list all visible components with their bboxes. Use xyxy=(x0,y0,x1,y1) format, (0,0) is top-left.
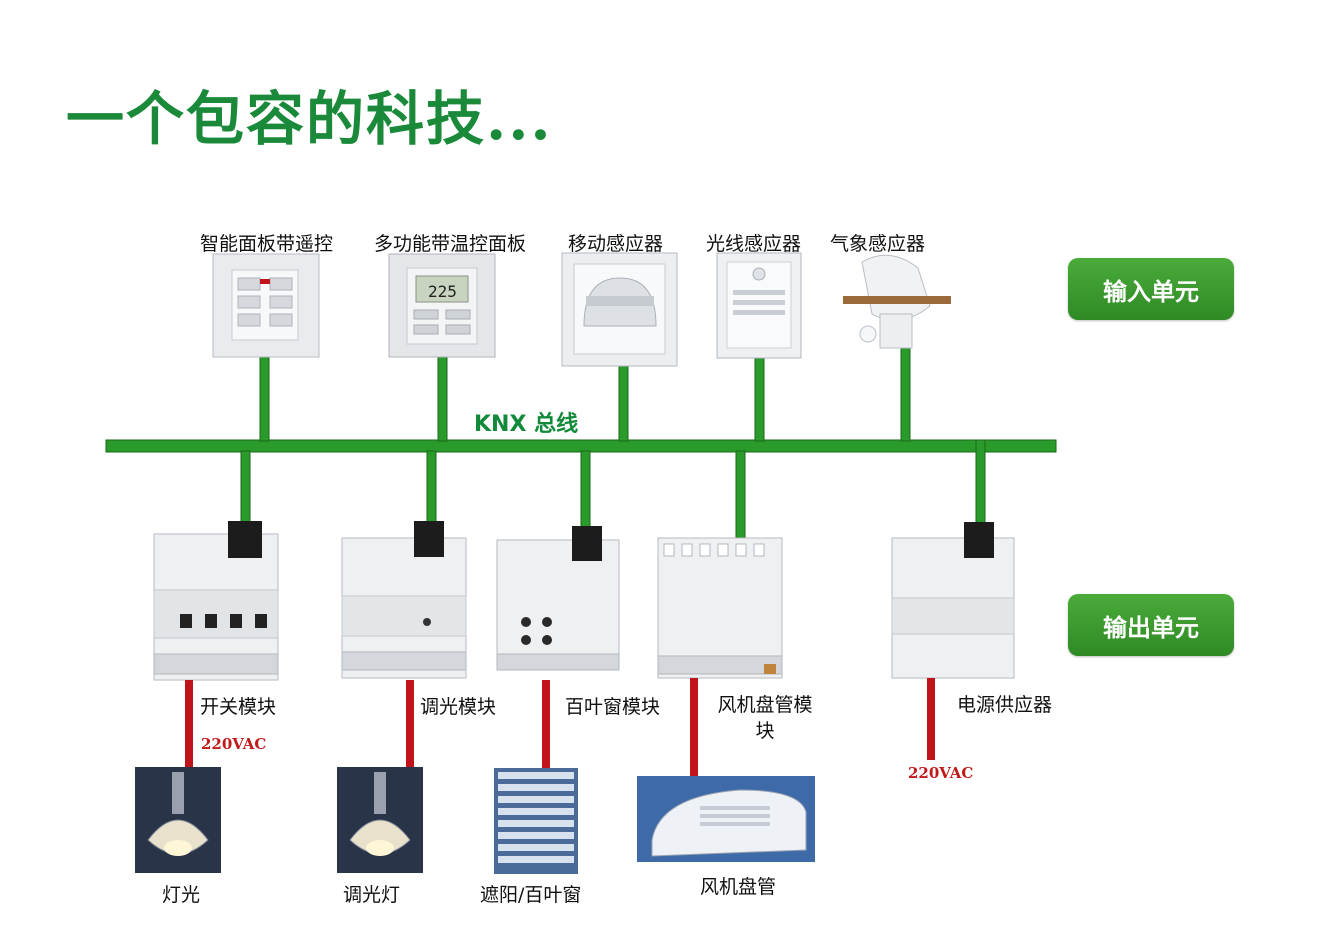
thermostat-panel-device xyxy=(388,253,496,358)
load-label-light: 灯光 xyxy=(162,884,201,906)
input-label-light-sensor: 光线感应器 xyxy=(706,233,802,255)
input-label-smart-panel: 智能面板带遥控 xyxy=(200,233,334,255)
switch-module-device xyxy=(153,521,279,681)
fan-coil-module-device xyxy=(657,537,783,679)
output-label-blind-module: 百叶窗模块 xyxy=(565,696,661,718)
load-label-dimmer-light: 调光灯 xyxy=(343,884,401,906)
blinds-image xyxy=(494,768,578,874)
output-unit-badge: 输出单元 xyxy=(1068,594,1234,656)
motion-sensor-device xyxy=(561,252,678,367)
input-unit-badge: 输入单元 xyxy=(1068,258,1234,320)
dimmer-module-device xyxy=(341,521,467,679)
power-lines xyxy=(185,678,935,776)
weather-sensor-device xyxy=(843,254,951,349)
input-label-weather-sensor: 气象感应器 xyxy=(830,233,926,255)
input-label-thermostat-panel: 多功能带温控面板 xyxy=(374,233,527,255)
load-label-fan-coil: 风机盘管 xyxy=(700,876,777,898)
output-connectors xyxy=(240,439,986,540)
light-fixture-image xyxy=(135,767,221,873)
output-label-switch-module: 开关模块 xyxy=(200,696,277,718)
input-connectors xyxy=(259,344,911,442)
thermostat-display: 225 xyxy=(428,282,457,301)
dimmer-light-image xyxy=(337,767,423,873)
voltage-label-1: 220VAC xyxy=(201,735,267,753)
output-label-dimmer-module: 调光模块 xyxy=(420,696,497,718)
bus-label: KNX 总线 xyxy=(474,412,579,437)
power-supply-device xyxy=(891,522,1015,679)
input-label-motion-sensor: 移动感应器 xyxy=(568,233,664,255)
knx-bus-line xyxy=(105,439,1057,453)
blind-module-device xyxy=(496,526,620,671)
output-label-power-supply: 电源供应器 xyxy=(957,694,1053,716)
fan-coil-image xyxy=(637,776,815,862)
output-label-fan-coil-module: 风机盘管模 块 xyxy=(717,694,813,742)
voltage-label-2: 220VAC xyxy=(908,764,974,782)
load-label-blinds: 遮阳/百叶窗 xyxy=(480,884,582,906)
light-sensor-device xyxy=(716,252,802,359)
page-title: 一个包容的科技... xyxy=(66,85,553,153)
smart-panel-device xyxy=(212,253,320,358)
